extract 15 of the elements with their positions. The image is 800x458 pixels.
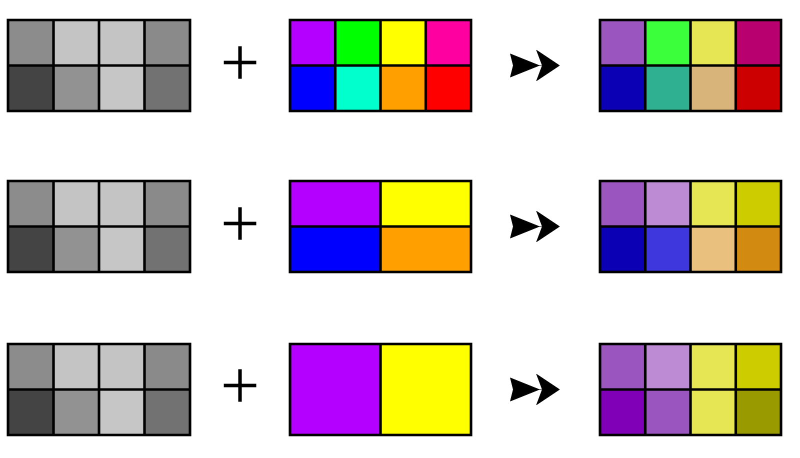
tile-grid — [598, 342, 782, 436]
tile-grid — [6, 18, 192, 112]
arrow — [510, 50, 560, 82]
plus-sign: + — [224, 46, 256, 79]
plus-sign: + — [224, 207, 256, 240]
tile-grid — [598, 180, 782, 274]
arrow — [510, 210, 560, 242]
tile-grid — [288, 180, 472, 274]
tile-grid — [288, 18, 472, 112]
plus-sign: + — [224, 369, 256, 402]
tile-grid — [288, 342, 472, 436]
tile-grid — [6, 180, 192, 274]
arrow — [510, 374, 560, 406]
tile-grid — [598, 18, 782, 112]
tile-grid — [6, 342, 192, 436]
